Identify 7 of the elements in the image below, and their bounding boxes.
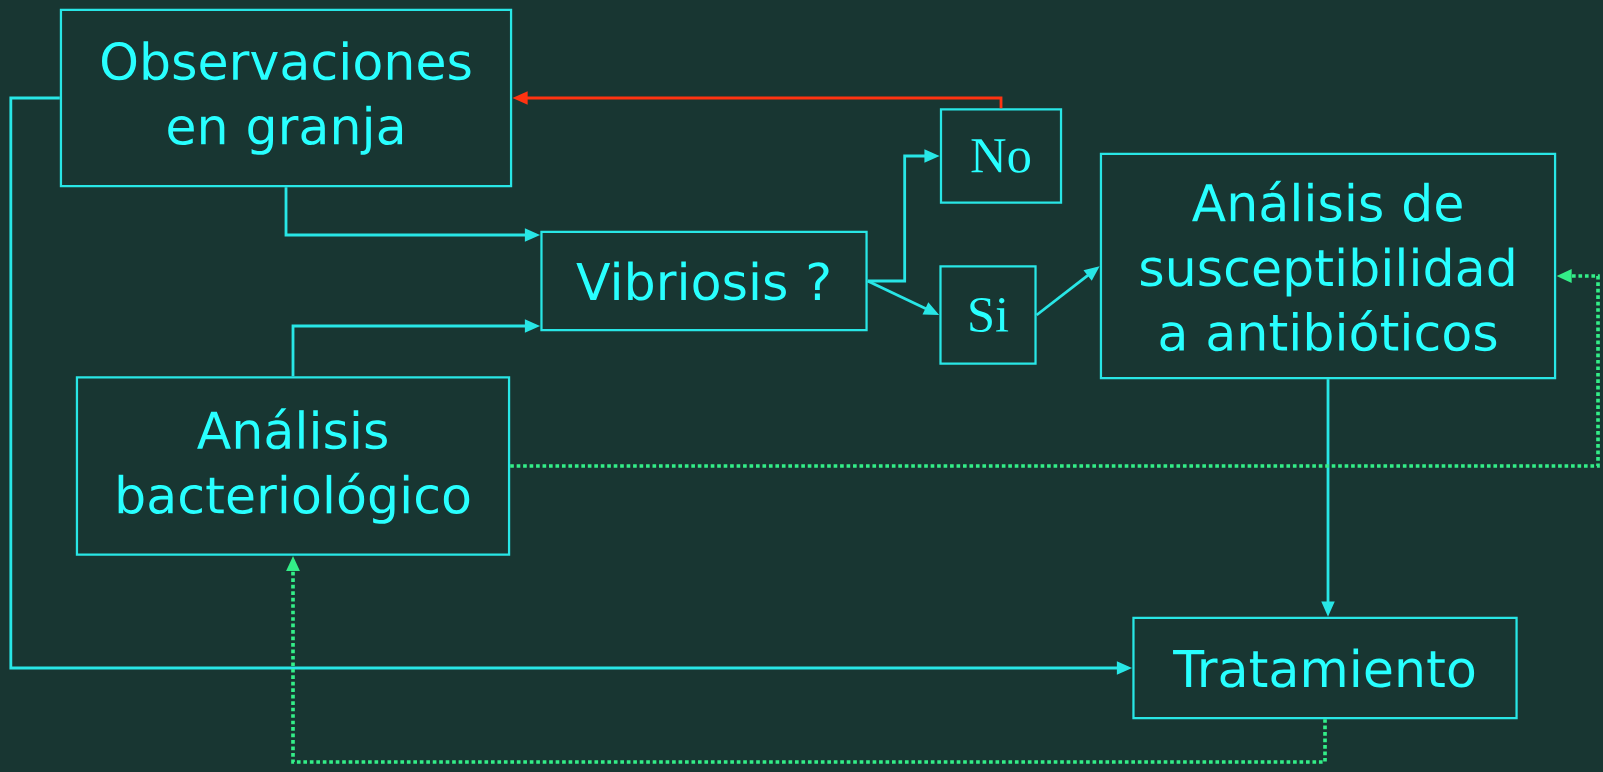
text-box: Análisis de susceptibilidad a antibióticos xyxy=(1099,152,1557,380)
text-box: Vibriosis ? xyxy=(540,230,868,332)
text-box: Si xyxy=(939,265,1037,365)
text-box: Tratamiento xyxy=(1132,616,1518,720)
text-box: Análisis bacteriológico xyxy=(75,376,511,556)
text-box: No xyxy=(939,108,1063,204)
text-box: Observaciones en granja xyxy=(59,8,513,188)
